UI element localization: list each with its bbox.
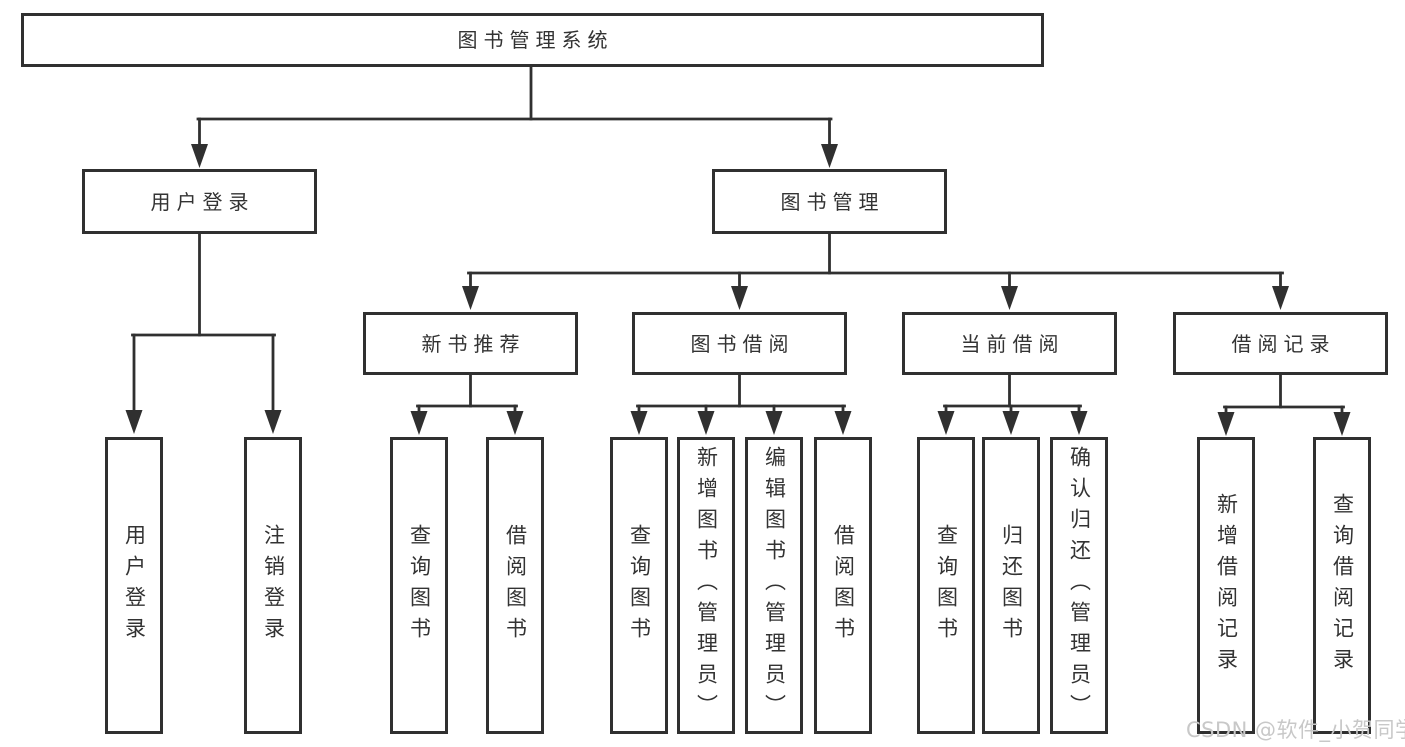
connector-current-borrowing-children (937, 373, 1088, 435)
node-user-login: 用户登录 (82, 169, 317, 234)
arrowhead-icon (506, 411, 524, 435)
leaf-logout: 注销登录 (244, 437, 302, 734)
leaf-current-query-books: 查询图书 (917, 437, 975, 734)
leaf-records-add-borrow-record: 新增借阅记录 (1197, 437, 1255, 734)
arrowhead-icon (937, 411, 955, 435)
leaf-recommend-query-books: 查询图书 (390, 437, 448, 734)
node-borrowing-records: 借阅记录 (1173, 312, 1388, 375)
arrowhead-icon (462, 286, 479, 310)
node-book-borrowing: 图书借阅 (632, 312, 847, 375)
arrowhead-icon (1272, 286, 1289, 310)
arrowhead-icon (765, 411, 783, 435)
leaf-borrowing-add-books-admin: 新增图书（管理员） (677, 437, 735, 734)
connector-new-book-recommend-children (410, 373, 524, 435)
leaf-recommend-borrow-books: 借阅图书 (486, 437, 544, 734)
arrowhead-icon (1217, 412, 1235, 436)
arrowhead-icon (1001, 286, 1018, 310)
connector-book-borrowing-children (630, 373, 852, 435)
arrowhead-icon (731, 286, 748, 310)
leaf-user-login: 用户登录 (105, 437, 163, 734)
connector-user-login-children (125, 232, 282, 434)
leaf-records-query-borrow-record: 查询借阅记录 (1313, 437, 1371, 734)
node-book-management: 图书管理 (712, 169, 947, 234)
leaf-current-confirm-return-admin: 确认归还（管理员） (1050, 437, 1108, 734)
arrowhead-icon (264, 410, 282, 434)
arrowhead-icon (834, 411, 852, 435)
leaf-borrowing-borrow-books: 借阅图书 (814, 437, 872, 734)
leaf-borrowing-edit-books-admin: 编辑图书（管理员） (745, 437, 803, 734)
connector-borrowing-records-children (1217, 373, 1351, 436)
arrowhead-icon (630, 411, 648, 435)
node-library-management-system: 图书管理系统 (21, 13, 1044, 67)
arrowhead-icon (191, 144, 208, 168)
connector-root-to-level2 (191, 65, 838, 168)
leaf-borrowing-query-books: 查询图书 (610, 437, 668, 734)
csdn-watermark: CSDN @软件_小贺同学 (1186, 718, 1405, 742)
arrowhead-icon (1333, 412, 1351, 436)
arrowhead-icon (697, 411, 715, 435)
arrowhead-icon (410, 411, 428, 435)
leaf-current-return-books: 归还图书 (982, 437, 1040, 734)
arrowhead-icon (821, 144, 838, 168)
arrowhead-icon (1002, 411, 1020, 435)
arrowhead-icon (125, 410, 143, 434)
node-current-borrowing: 当前借阅 (902, 312, 1117, 375)
connector-book-management-children (462, 232, 1289, 310)
node-new-book-recommend: 新书推荐 (363, 312, 578, 375)
arrowhead-icon (1070, 411, 1088, 435)
